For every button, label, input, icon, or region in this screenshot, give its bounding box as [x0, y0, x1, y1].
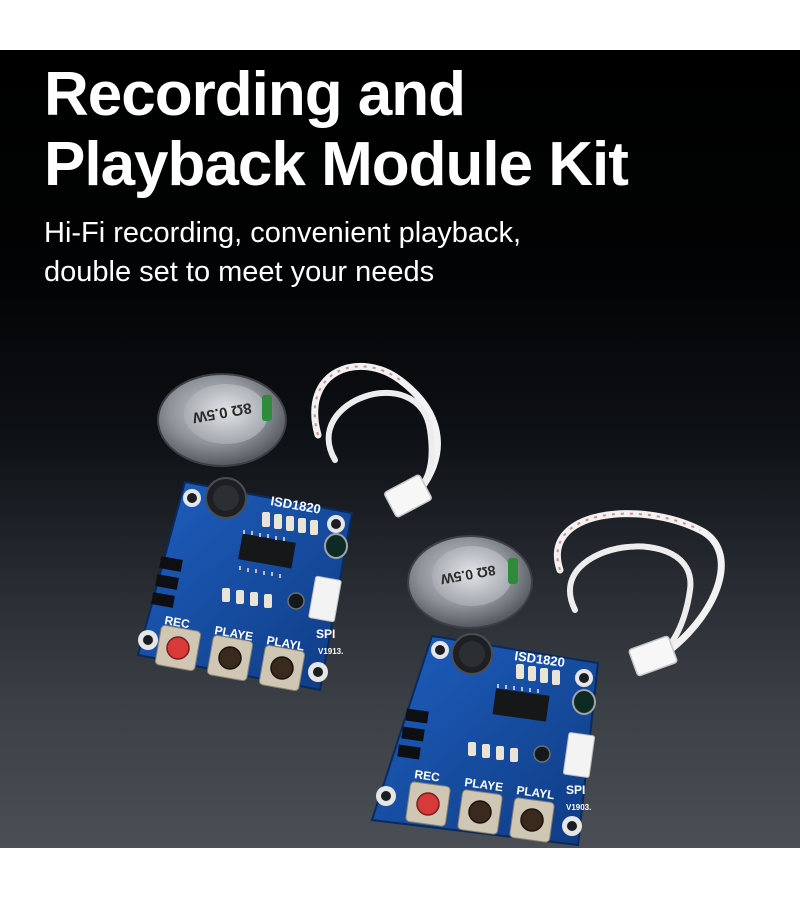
port-label-1: SPI — [316, 627, 335, 641]
subtitle-line-2: double set to meet your needs — [44, 256, 435, 288]
title-line-1: Recording and — [44, 60, 466, 129]
cable-2 — [554, 510, 725, 677]
port-label-2: SPI — [566, 783, 585, 797]
playe-button-1 — [218, 646, 242, 670]
playe-label-2: PLAYE — [464, 775, 504, 794]
playl-button-2 — [520, 808, 544, 832]
pcb-1: ISD1820 — [136, 477, 354, 692]
cable-1 — [311, 362, 441, 518]
playl-label-2: PLAYL — [516, 783, 556, 802]
chip-label-2: ISD1820 — [514, 648, 566, 670]
title-line-2: Playback Module Kit — [44, 130, 629, 199]
module-1: 8Ω 0.5W ISD1820 — [136, 362, 441, 692]
version-label-1: V1913. — [318, 647, 343, 656]
headline-subtitle: Hi-Fi recording, convenient playback, do… — [44, 214, 521, 292]
rec-button-1 — [166, 636, 190, 660]
buttons-1: REC PLAYE PLAYL — [154, 613, 306, 692]
playe-button-2 — [468, 800, 492, 824]
subtitle-line-1: Hi-Fi recording, convenient playback, — [44, 217, 522, 249]
rec-label-2: REC — [414, 767, 441, 784]
product-photo: 8Ω 0.5W ISD1820 — [136, 362, 725, 847]
playl-button-1 — [270, 656, 294, 680]
pcb-2: ISD1820 — [370, 633, 600, 847]
buttons-2: REC PLAYE PLAYL — [405, 767, 556, 843]
version-label-2: V1903. — [566, 803, 591, 812]
headline-title: Recording and Playback Module Kit — [44, 60, 629, 200]
rec-button-2 — [416, 792, 440, 816]
speaker-1: 8Ω 0.5W — [157, 373, 287, 467]
module-2: 8Ω 0.5W ISD1820 — [370, 510, 725, 847]
product-image: 8Ω 0.5W ISD1820 — [0, 50, 800, 848]
speaker-2: 8Ω 0.5W — [407, 535, 533, 629]
